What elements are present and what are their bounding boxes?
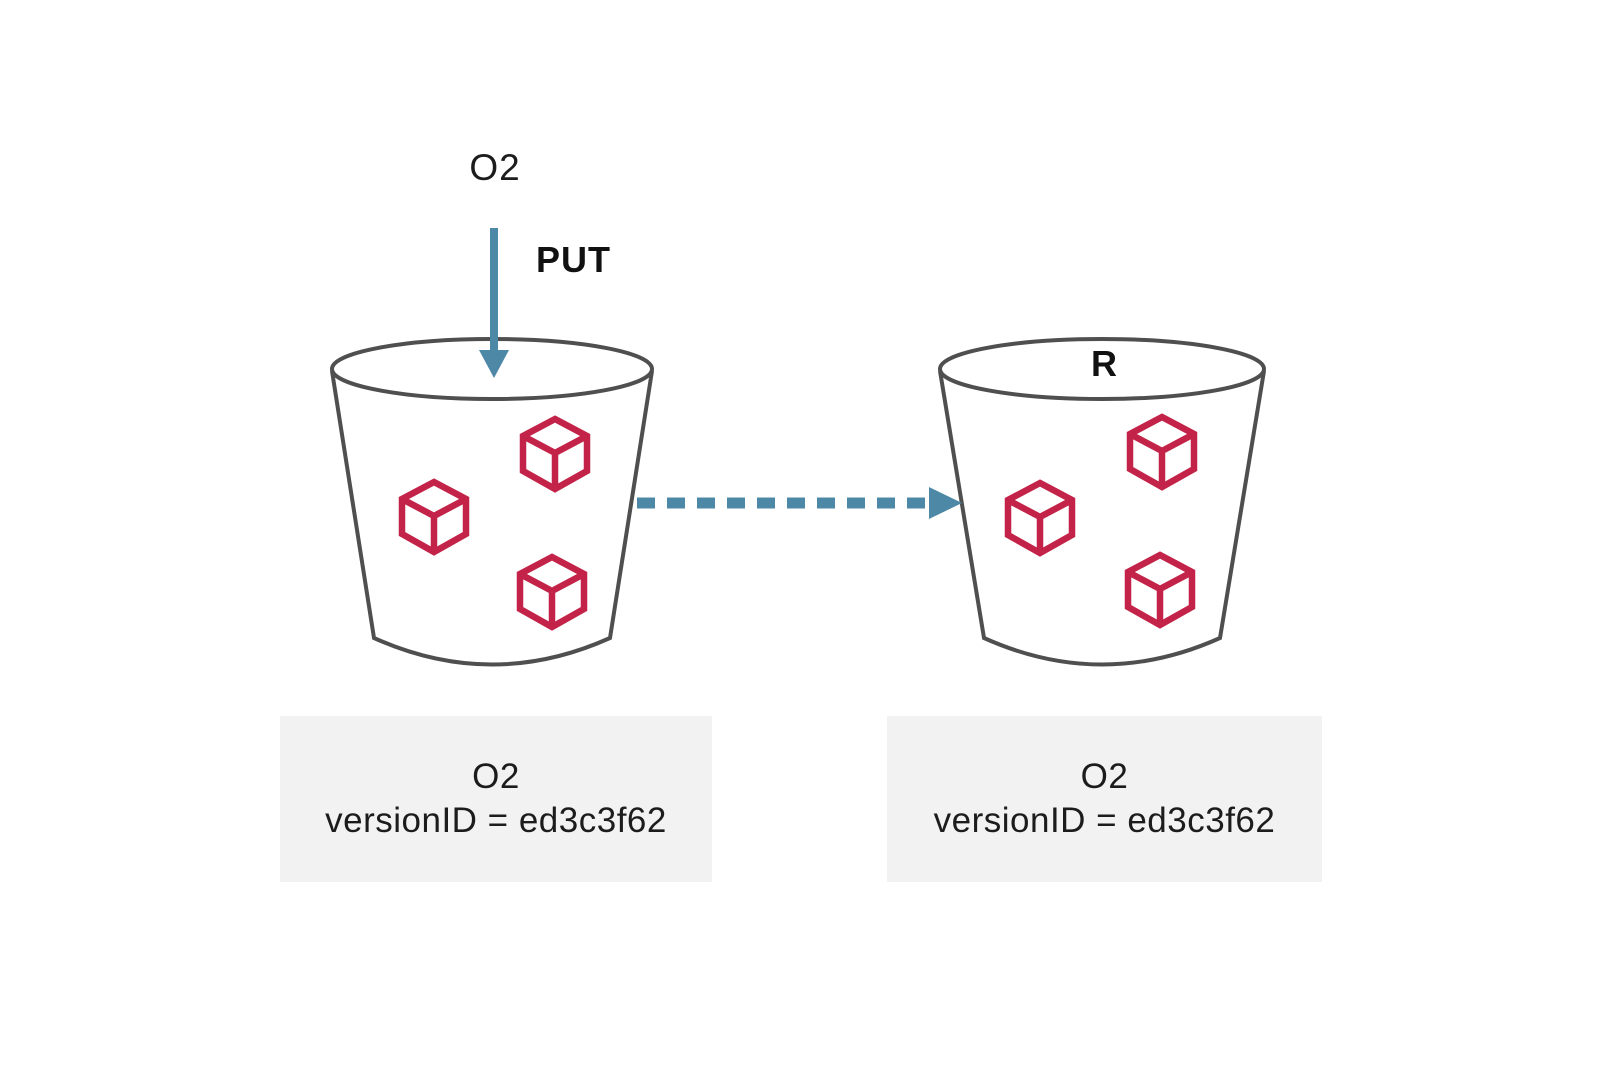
source-object-id: O2 [472, 757, 520, 796]
destination-bucket-body [938, 370, 1266, 667]
down-arrowhead-icon [479, 350, 509, 378]
source-version-id: versionID = ed3c3f62 [325, 801, 667, 840]
replication-arrow [637, 487, 962, 519]
source-caption-box: O2 versionID = ed3c3f62 [280, 716, 712, 882]
destination-bucket-rim [938, 337, 1266, 401]
destination-bucket-shape [938, 337, 1266, 667]
put-arrow [479, 228, 509, 378]
incoming-object-label: O2 [469, 147, 521, 188]
source-bucket-shape [330, 337, 654, 667]
destination-caption-box: O2 versionID = ed3c3f62 [887, 716, 1322, 882]
destination-object-id: O2 [1080, 757, 1129, 796]
destination-version-id: versionID = ed3c3f62 [933, 801, 1276, 840]
source-bucket-body [330, 370, 654, 667]
destination-rim-label: R [1091, 343, 1117, 384]
right-arrowhead-icon [929, 487, 962, 519]
put-action-label: PUT [536, 239, 611, 280]
